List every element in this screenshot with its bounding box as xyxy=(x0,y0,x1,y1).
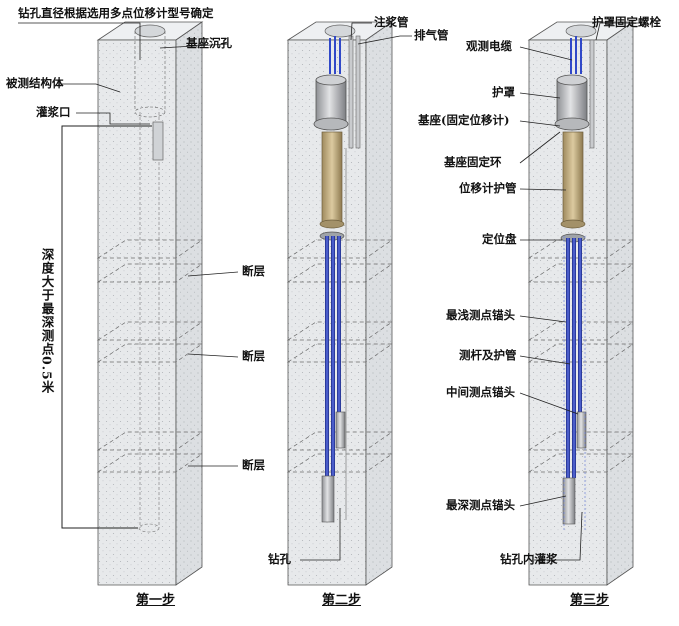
label-cover-bolt: 护罩固定螺栓 xyxy=(592,15,661,29)
panel1-leaders xyxy=(18,22,239,467)
label-deepest-anchor: 最深测点锚头 xyxy=(446,498,515,512)
panel1-block xyxy=(61,21,204,586)
label-hole-grouting: 钻孔内灌浆 xyxy=(500,552,558,566)
label-spacer: 定位盘 xyxy=(482,232,517,246)
panel3-leaders xyxy=(519,22,640,561)
label-base: 基座(固定位移计) xyxy=(418,113,510,127)
label-base-pit: 基座沉孔 xyxy=(186,36,232,50)
label-structure: 被测结构体 xyxy=(6,76,64,90)
label-depth-requirement: 深度大于最深测点0.5米 xyxy=(39,248,55,395)
label-sensor-tube: 位移计护管 xyxy=(459,181,517,195)
panel2-instrument xyxy=(313,35,361,523)
panel3-instrument xyxy=(554,36,595,530)
label-cable: 观测电缆 xyxy=(466,39,512,53)
label-middle-anchor: 中间测点锚头 xyxy=(446,385,515,399)
label-cover: 护罩 xyxy=(492,85,515,99)
label-grout-port: 灌浆口 xyxy=(36,105,71,119)
label-rod-sleeve: 测杆及护管 xyxy=(459,348,517,362)
label-borehole: 钻孔 xyxy=(268,552,291,566)
step-1-caption: 第一步 xyxy=(136,593,176,608)
step-3-caption: 第三步 xyxy=(570,593,610,608)
label-base-ring: 基座固定环 xyxy=(444,155,502,169)
panel2-leaders xyxy=(300,22,412,561)
label-shallow-anchor: 最浅测点锚头 xyxy=(446,308,515,322)
step-2-caption: 第二步 xyxy=(322,593,362,608)
label-borehole-diameter-note: 钻孔直径根据选用多点位移计型号确定 xyxy=(18,6,214,20)
label-exhaust-pipe: 排气管 xyxy=(414,28,449,42)
label-grout-pipe: 注浆管 xyxy=(374,15,409,29)
label-fault-2: 断层 xyxy=(242,349,265,363)
label-fault-3: 断层 xyxy=(242,458,265,472)
label-fault-1: 断层 xyxy=(242,264,265,278)
